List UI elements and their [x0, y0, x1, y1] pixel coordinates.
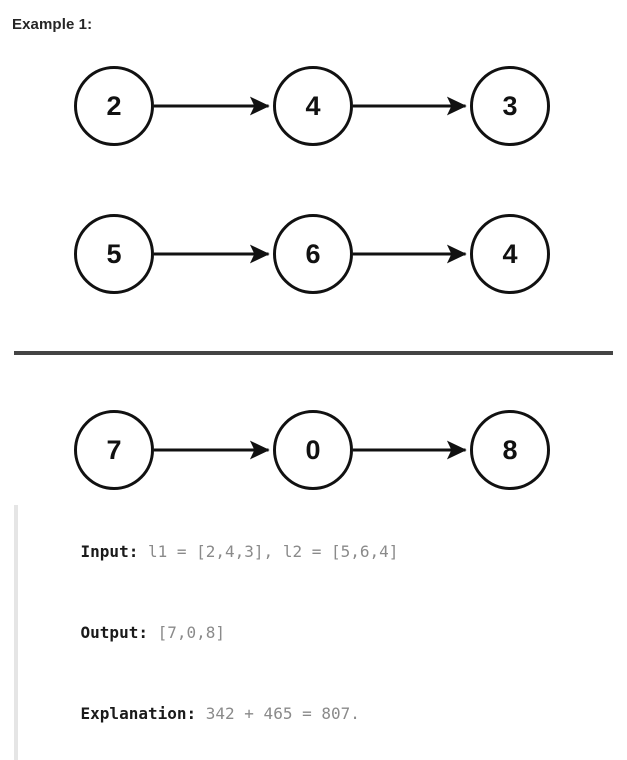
node-circle	[470, 214, 550, 294]
node-circle	[470, 410, 550, 490]
example-code-block: Input: l1 = [2,4,3], l2 = [5,6,4] Output…	[14, 505, 614, 760]
output-label: Output:	[80, 623, 148, 642]
code-line-explanation: Explanation: 342 + 465 = 807.	[42, 673, 614, 754]
node-circle	[273, 66, 353, 146]
node-circle	[74, 66, 154, 146]
node-circle	[273, 214, 353, 294]
input-value: l1 = [2,4,3], l2 = [5,6,4]	[138, 542, 399, 561]
node-value: 8	[502, 435, 517, 465]
node-value: 4	[502, 239, 517, 269]
node-value: 4	[305, 91, 320, 121]
node-value: 6	[305, 239, 320, 269]
output-value: [7,0,8]	[147, 623, 226, 642]
node-value: 3	[502, 91, 517, 121]
explanation-value: 342 + 465 = 807.	[196, 704, 360, 723]
node-circle	[74, 410, 154, 490]
node-value: 7	[106, 435, 121, 465]
input-label: Input:	[80, 542, 139, 561]
list-row-result: 7 0 8	[74, 410, 550, 490]
node-value: 0	[305, 435, 320, 465]
node-circle	[74, 214, 154, 294]
code-line-input: Input: l1 = [2,4,3], l2 = [5,6,4]	[42, 511, 614, 592]
node-value: 5	[106, 239, 121, 269]
list-row-l2: 5 6 4	[74, 214, 550, 294]
node-circle	[470, 66, 550, 146]
explanation-label: Explanation:	[80, 704, 197, 723]
node-value: 2	[106, 91, 121, 121]
code-line-output: Output: [7,0,8]	[42, 592, 614, 673]
node-circle	[273, 410, 353, 490]
list-row-l1: 2 4 3	[74, 66, 550, 146]
page-title: Example 1:	[12, 16, 93, 33]
